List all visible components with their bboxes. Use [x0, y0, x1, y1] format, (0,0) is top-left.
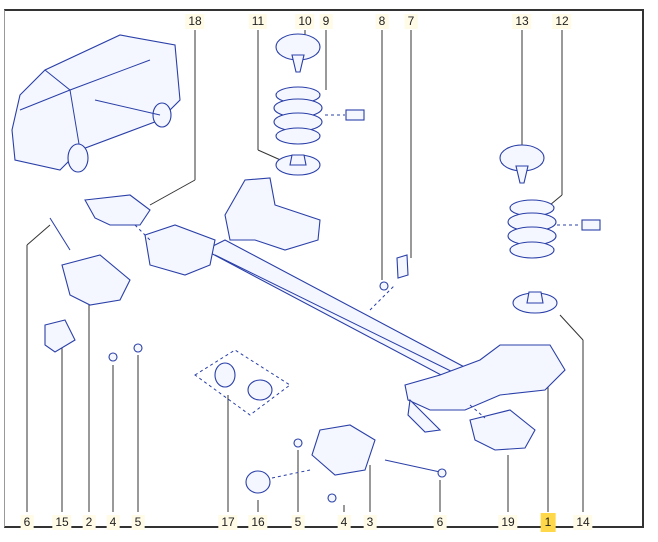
callout-5[interactable]: 5	[131, 515, 145, 530]
bracket-19	[469, 409, 536, 451]
callout-19[interactable]: 19	[498, 515, 518, 530]
callout-10[interactable]: 10	[295, 14, 315, 29]
bracket-7	[396, 254, 409, 279]
callout-12[interactable]: 12	[552, 14, 572, 29]
callout-8[interactable]: 8	[375, 14, 389, 29]
callout-9[interactable]: 9	[319, 14, 333, 29]
callout-7[interactable]: 7	[404, 14, 418, 29]
callout-17[interactable]: 17	[218, 515, 238, 530]
diagram-frame	[4, 9, 644, 528]
callout-18[interactable]: 18	[185, 14, 205, 29]
callout-14[interactable]: 14	[573, 515, 593, 530]
callout-6[interactable]: 6	[20, 515, 34, 530]
callout-4b[interactable]: 4	[337, 515, 351, 530]
callout-1-selected[interactable]: 1	[540, 513, 556, 532]
callout-13[interactable]: 13	[512, 14, 532, 29]
callout-5b[interactable]: 5	[291, 515, 305, 530]
vehicle-illustration	[11, 34, 181, 173]
spring-9	[273, 33, 365, 176]
callout-4[interactable]: 4	[106, 515, 120, 530]
spring-12	[499, 144, 601, 314]
bushings-and-bolts	[44, 217, 486, 503]
callout-11[interactable]: 11	[248, 14, 268, 29]
callout-16[interactable]: 16	[248, 515, 268, 530]
callout-2[interactable]: 2	[82, 515, 96, 530]
bracket-18	[84, 194, 151, 226]
callout-3[interactable]: 3	[363, 515, 377, 530]
bracket-3	[311, 424, 376, 476]
callout-15[interactable]: 15	[52, 515, 72, 530]
bracket-2	[61, 254, 131, 306]
rear-axle-beam	[144, 177, 566, 433]
callout-6b[interactable]: 6	[433, 515, 447, 530]
